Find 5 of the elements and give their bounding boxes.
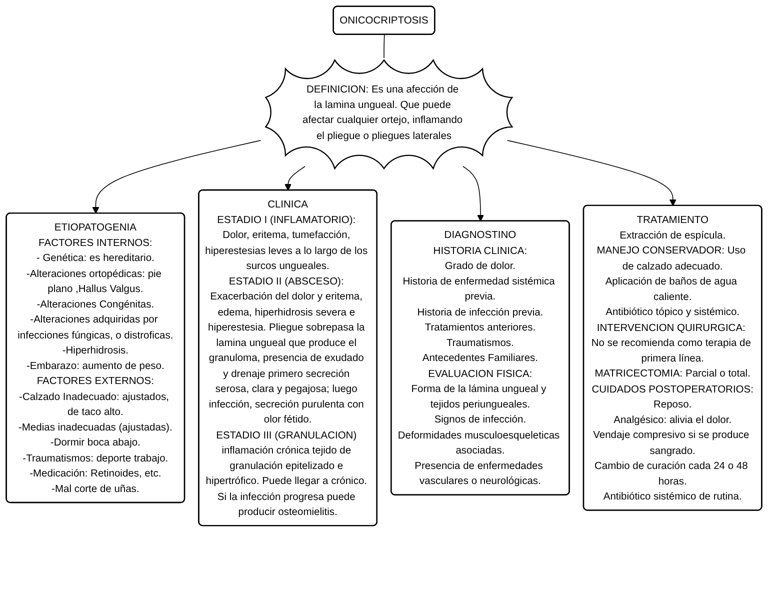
arrow	[462, 166, 484, 222]
arrow	[284, 166, 306, 191]
connector	[384, 34, 385, 58]
arrow	[506, 140, 676, 206]
arrow	[92, 140, 262, 214]
